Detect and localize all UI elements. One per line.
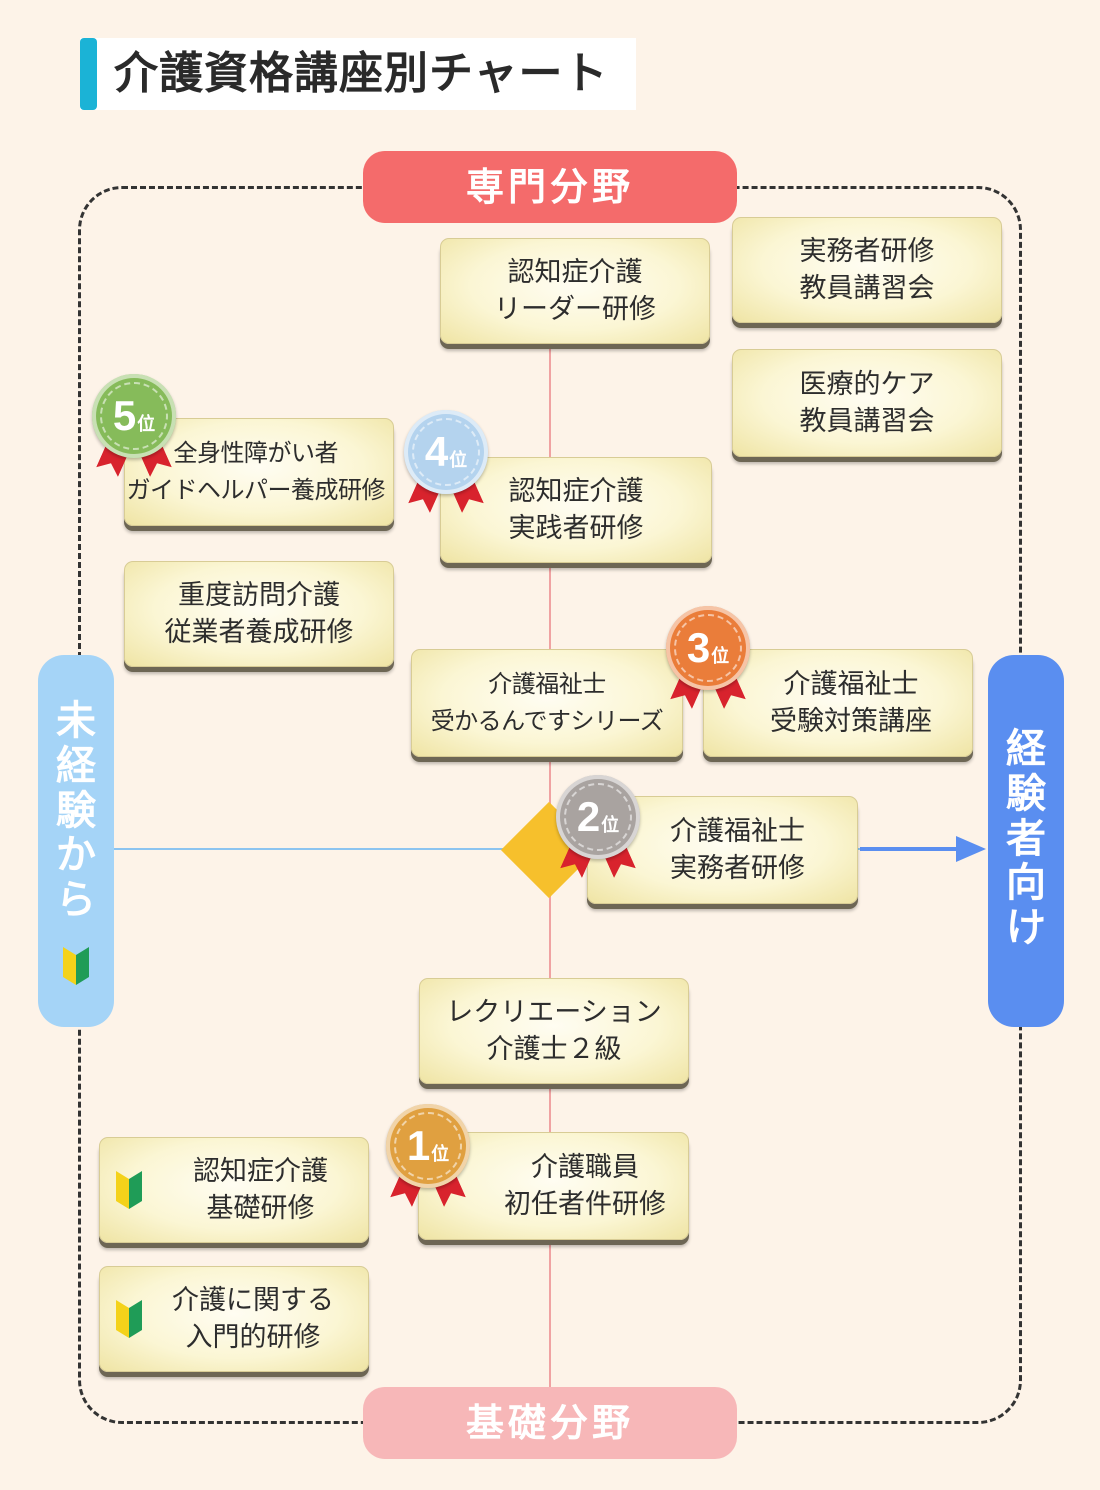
axis-label-left: 未経験から (38, 655, 114, 1027)
course-label: 全身性障がい者 ガイドヘルパー養成研修 (126, 439, 386, 504)
rank-suffix: 位 (449, 450, 468, 471)
course-label: 介護に関する 入門的研修 (172, 1285, 334, 1353)
course-label: 重度訪問介護 従業者養成研修 (164, 580, 354, 648)
course-card[interactable]: 介護福祉士 受かるんですシリーズ (411, 649, 683, 757)
axis-label-bottom: 基礎分野 (363, 1387, 737, 1459)
course-label: 介護福祉士 受験対策講座 (770, 669, 932, 737)
axis-label-top: 専門分野 (363, 151, 737, 223)
course-card[interactable]: 認知症介護 リーダー研修 (440, 238, 710, 344)
course-card[interactable]: レクリエーション 介護士２級 (419, 978, 689, 1084)
course-card[interactable]: 医療的ケア 教員講習会 (732, 349, 1002, 457)
rank-suffix: 位 (711, 646, 730, 667)
title-block: 介護資格講座別チャート (80, 38, 636, 110)
beginner-mark-icon (116, 1171, 142, 1209)
course-label: 認知症介護 実践者研修 (508, 476, 644, 544)
arrow-right-icon (956, 836, 986, 862)
horizontal-axis-arrow-shaft (860, 847, 960, 851)
course-label: 介護福祉士 実務者研修 (670, 816, 805, 884)
rank-number: 3 (686, 624, 711, 671)
course-card[interactable]: 実務者研修 教員講習会 (732, 217, 1002, 323)
course-label: 医療的ケア 教員講習会 (799, 369, 935, 437)
course-label: 介護福祉士 受かるんですシリーズ (430, 670, 664, 735)
axis-label-right-text: 経験者向け (1006, 726, 1046, 952)
course-card[interactable]: 認知症介護 基礎研修 (99, 1137, 369, 1243)
course-label: レクリエーション 介護士２級 (446, 997, 662, 1065)
course-card[interactable]: 介護に関する 入門的研修 (99, 1266, 369, 1372)
course-card[interactable]: 介護福祉士 受験対策講座 (703, 649, 973, 757)
beginner-mark-icon (63, 947, 89, 985)
axis-label-left-text: 未経験から (56, 698, 96, 924)
axis-label-right: 経験者向け (988, 655, 1064, 1027)
course-label: 介護職員 初任者件研修 (504, 1152, 666, 1220)
rank-suffix: 位 (431, 1144, 450, 1165)
rank-suffix: 位 (137, 414, 156, 435)
rank-suffix: 位 (601, 815, 620, 836)
rank-number: 2 (576, 793, 601, 840)
course-card[interactable]: 認知症介護 実践者研修 (440, 457, 712, 563)
beginner-mark-icon (116, 1300, 142, 1338)
course-card[interactable]: 重度訪問介護 従業者養成研修 (124, 561, 394, 667)
rank-number: 1 (406, 1122, 431, 1169)
rank-number: 5 (112, 392, 137, 439)
course-label: 認知症介護 リーダー研修 (494, 257, 656, 325)
course-label: 実務者研修 教員講習会 (799, 236, 935, 304)
page-title: 介護資格講座別チャート (114, 48, 609, 99)
rank-number: 4 (424, 428, 449, 475)
course-label: 認知症介護 基礎研修 (193, 1156, 328, 1224)
title-accent-bar (80, 38, 97, 110)
